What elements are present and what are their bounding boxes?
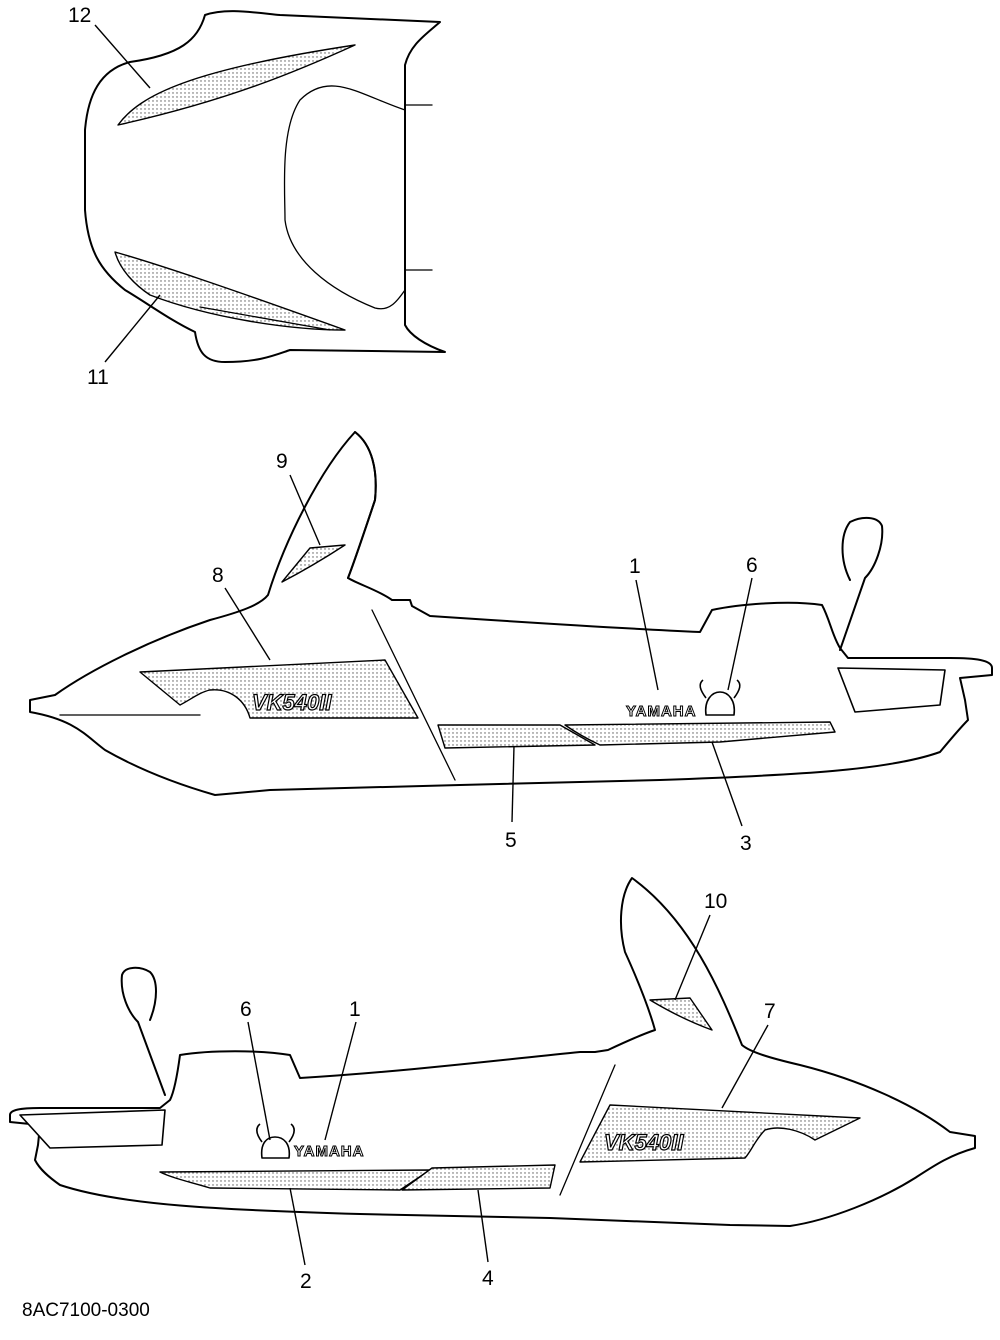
callout-6-left: 6 [240,998,252,1021]
decal-9 [281,544,346,583]
decal-3 [564,721,836,746]
trim-line-11 [199,306,331,331]
leader-5 [511,745,515,823]
hood-panel-left [19,1109,166,1149]
callout-numbers: 12 11 9 8 1 6 5 3 10 7 6 1 2 4 [68,4,776,1293]
windshield-right [347,431,377,579]
leader-3 [711,741,743,827]
leader-12 [94,24,151,89]
leader-6-right [727,577,753,691]
leader-1-right [635,579,659,691]
leader-11 [104,294,161,363]
model-logo-left: VK540II [604,1130,684,1155]
leader-2 [289,1187,306,1266]
leader-8 [224,587,271,661]
top-view [84,10,446,363]
callout-12: 12 [68,4,91,27]
yamaha-logo-left: YAMAHA [294,1143,364,1160]
leader-10 [674,914,711,1001]
callout-1-right: 1 [629,555,641,578]
callout-7: 7 [764,1000,776,1023]
model-logo-right: VK540II [252,690,332,715]
handlebar-left [120,966,166,1096]
body-outline-left-view [9,877,976,1227]
callout-1-left: 1 [349,998,361,1021]
fairing-line-left [559,1064,616,1196]
callout-10: 10 [704,890,727,913]
decal-11 [114,251,346,331]
hood-outline-top-view [84,10,446,363]
leader-1-left [324,1021,357,1141]
decal-7 [579,1104,861,1163]
callout-11: 11 [87,366,109,389]
part-code-label: 8AC7100-0300 [22,1300,150,1321]
decal-4 [401,1164,556,1191]
fairing-line-right [371,609,456,781]
yamaha-logo-right: YAMAHA [626,703,696,720]
decal-2 [159,1169,431,1191]
viking-emblem-icon [256,1123,295,1159]
body-outline-right-view [29,431,993,796]
callout-6-right: 6 [746,554,758,577]
callout-8: 8 [212,564,224,587]
leader-4 [477,1189,489,1263]
viking-emblem-icon [699,679,741,716]
callout-4: 4 [482,1267,494,1290]
callout-leaders [94,24,769,1266]
leader-6-left [247,1021,271,1141]
windshield-curve-top [283,85,406,310]
callout-2: 2 [300,1270,312,1293]
leader-7 [721,1024,769,1109]
decal-10 [649,997,713,1031]
decal-8 [139,659,419,719]
callout-5: 5 [505,829,517,852]
left-side-view: VK540II YAMAHA [9,877,976,1227]
callout-9: 9 [276,450,288,473]
decal-5 [437,724,596,749]
right-side-view: VK540II YAMAHA [29,431,993,796]
decal-12 [117,44,356,126]
leader-9 [289,474,321,546]
handlebar-right [839,516,884,651]
hood-panel-right [837,667,946,713]
callout-3: 3 [740,832,752,855]
